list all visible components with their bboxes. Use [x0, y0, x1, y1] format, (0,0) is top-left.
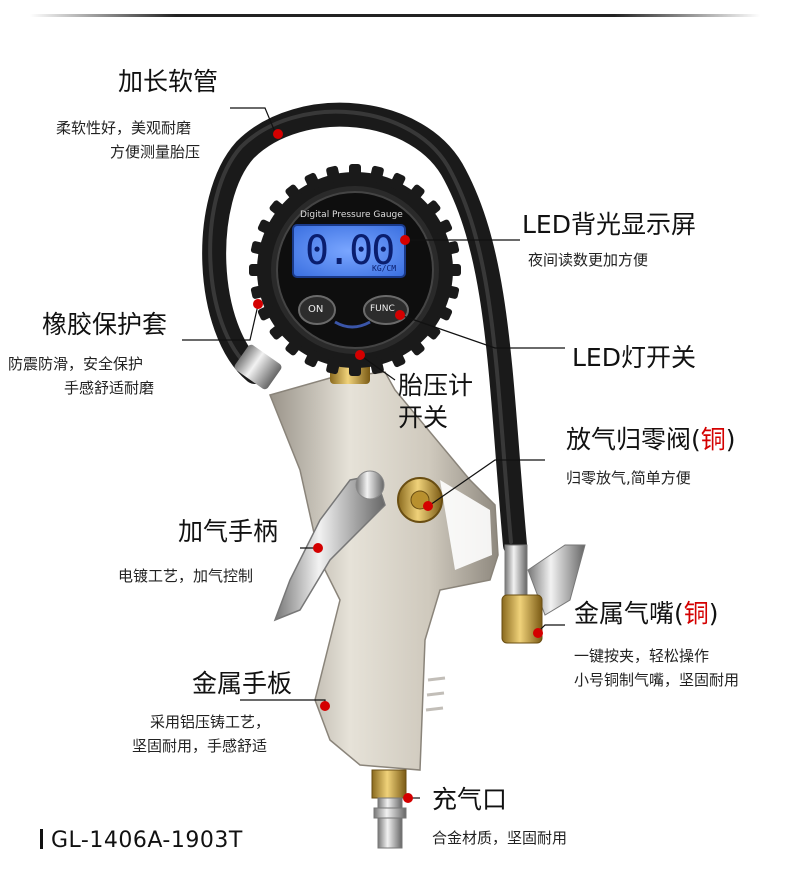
rubber-cover-tooth [250, 284, 268, 299]
rubber-cover-tooth [389, 172, 406, 191]
func-button[interactable]: FUNC [370, 304, 395, 314]
trigger-desc: 电镀工艺，加气控制 [118, 567, 254, 585]
gauge-switch-title-2: 开关 [398, 403, 449, 432]
rubber-cover-tooth [250, 241, 268, 256]
marker-dots [253, 129, 543, 803]
deflate-valve-desc: 归零放气,简单方便 [566, 469, 691, 487]
hose-desc-1: 柔软性好，美观耐磨 [56, 119, 192, 137]
gauge-brand-text: Digital Pressure Gauge [300, 210, 403, 220]
rubber-cover-tooth [326, 165, 341, 183]
metal-nozzle-desc-2: 小号铜制气嘴，坚固耐用 [574, 671, 740, 689]
rubber-cover-tooth [369, 165, 384, 183]
rubber-cover-tooth [326, 357, 341, 375]
rubber-cover-desc-1: 防震防滑，安全保护 [8, 355, 144, 373]
gauge-switch-title-1: 胎压计 [398, 371, 474, 400]
hose-fitting-left [234, 344, 282, 390]
deflate-valve-title-copper: 铜 [700, 425, 726, 454]
deflate-valve-title-end: ) [725, 425, 736, 454]
metal-handle-title: 金属手板 [192, 669, 293, 698]
led-display-title: LED背光显示屏 [522, 210, 696, 239]
lcd-unit: KG/CM [372, 264, 397, 273]
metal-handle-desc-1: 采用铝压铸工艺， [150, 713, 271, 731]
rubber-cover-tooth [442, 284, 460, 299]
rubber-cover-tooth [349, 164, 361, 180]
model-bar-marker [40, 829, 43, 849]
leader-lines [182, 107, 565, 799]
lcd-screen [292, 224, 406, 278]
metal-nozzle-desc-1: 一键按夹，轻松操作 [574, 647, 710, 665]
rubber-cover-tooth [285, 184, 303, 203]
brass-nozzle [501, 594, 543, 644]
rubber-cover-tooth [257, 304, 276, 321]
lcd-reading: 0.00 [305, 228, 395, 274]
top-divider [30, 14, 760, 17]
rubber-cover-tooth [407, 184, 425, 203]
rubber-cover-tooth [257, 219, 276, 236]
rubber-cover-tooth [285, 337, 303, 356]
metal-handle-desc-2: 坚固耐用，手感舒适 [132, 737, 268, 755]
rubber-cover-tooth [269, 322, 288, 340]
deflate-valve-title-main: 放气归零阀( [566, 425, 701, 454]
metal-nozzle-title-main: 金属气嘴( [574, 599, 684, 628]
rubber-cover-tooth [304, 172, 321, 191]
rubber-cover-tooth [422, 322, 441, 340]
inlet-fitting [371, 769, 407, 799]
metal-nozzle-title: 金属气嘴(铜) [574, 594, 719, 630]
model-number-text: GL-1406A-1903T [51, 828, 243, 853]
inlet-title: 充气口 [432, 785, 508, 814]
hose-desc-2: 方便测量胎压 [110, 143, 201, 161]
on-button[interactable]: ON [308, 304, 324, 315]
rubber-cover-tooth [349, 360, 361, 376]
deflate-valve-title: 放气归零阀(铜) [566, 420, 736, 456]
rubber-cover-desc-2: 手感舒适耐磨 [64, 379, 155, 397]
trigger-title: 加气手柄 [178, 517, 279, 546]
hose-fitting-right [504, 544, 528, 596]
rubber-cover-title: 橡胶保护套 [42, 310, 168, 339]
rubber-cover-tooth [389, 349, 406, 368]
rubber-cover-tooth [269, 200, 288, 218]
on-button-shape [298, 295, 336, 325]
inlet-desc: 合金材质，坚固耐用 [432, 829, 568, 847]
rubber-cover-tooth [434, 219, 453, 236]
model-number: GL-1406A-1903T [40, 828, 243, 853]
rubber-cover-tooth [445, 264, 461, 276]
hose-title: 加长软管 [118, 67, 219, 96]
rubber-cover-tooth [249, 264, 265, 276]
rubber-cover-tooth [407, 337, 425, 356]
rubber-cover-tooth [442, 241, 460, 256]
grip-ridges [425, 676, 446, 712]
metal-nozzle-title-end: ) [708, 599, 719, 628]
led-switch-title: LED灯开关 [572, 343, 696, 372]
led-display-desc: 夜间读数更加方便 [528, 251, 649, 269]
rubber-cover-tooth [422, 200, 441, 218]
rubber-cover-tooth [304, 349, 321, 368]
metal-nozzle-title-copper: 铜 [683, 599, 709, 628]
rubber-cover-tooth [434, 304, 453, 321]
